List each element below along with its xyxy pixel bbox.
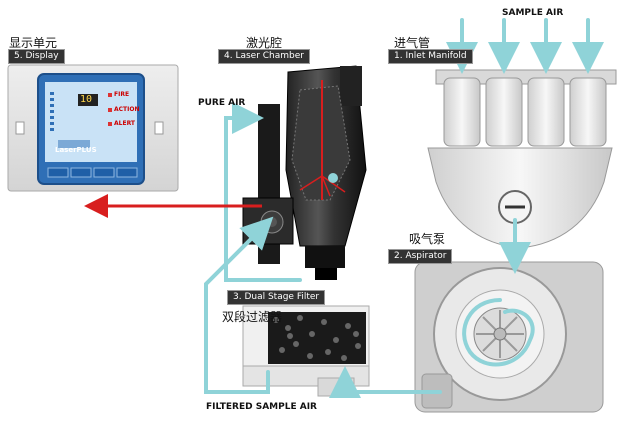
- filter-tag: 3. Dual Stage Filter: [227, 290, 326, 305]
- display-readout: 10: [80, 94, 93, 105]
- aspirator: [414, 261, 604, 413]
- filtered-sample-air-label: FILTERED SAMPLE AIR: [206, 402, 317, 412]
- laser-cn-label: 激光腔: [246, 36, 283, 50]
- inlet-cn-label: 进气管: [394, 36, 431, 50]
- laser-chamber: [242, 65, 367, 280]
- alert-status-label: ALERT: [114, 120, 136, 127]
- inlet-tag: 1. Inlet Manifold: [388, 49, 473, 64]
- pure-air-label: PURE AIR: [198, 98, 246, 108]
- aspirator-cn-label: 吸气泵: [409, 232, 446, 246]
- action-status-label: ACTION: [114, 106, 140, 113]
- air-flow-paths: [204, 18, 604, 398]
- laser-tag: 4. Laser Chamber: [218, 49, 310, 64]
- display-brand: LaserPLUS: [55, 146, 97, 154]
- display-cn-label: 显示单元: [9, 36, 58, 50]
- display-tag: 5. Display: [8, 49, 65, 64]
- fire-status-label: FIRE: [114, 91, 130, 98]
- inlet-manifold: [427, 69, 617, 249]
- sample-air-label: SAMPLE AIR: [502, 8, 564, 18]
- display-unit: [7, 64, 179, 192]
- filter-cn-label: 双段过滤器: [222, 310, 283, 324]
- aspirator-tag: 2. Aspirator: [388, 249, 453, 264]
